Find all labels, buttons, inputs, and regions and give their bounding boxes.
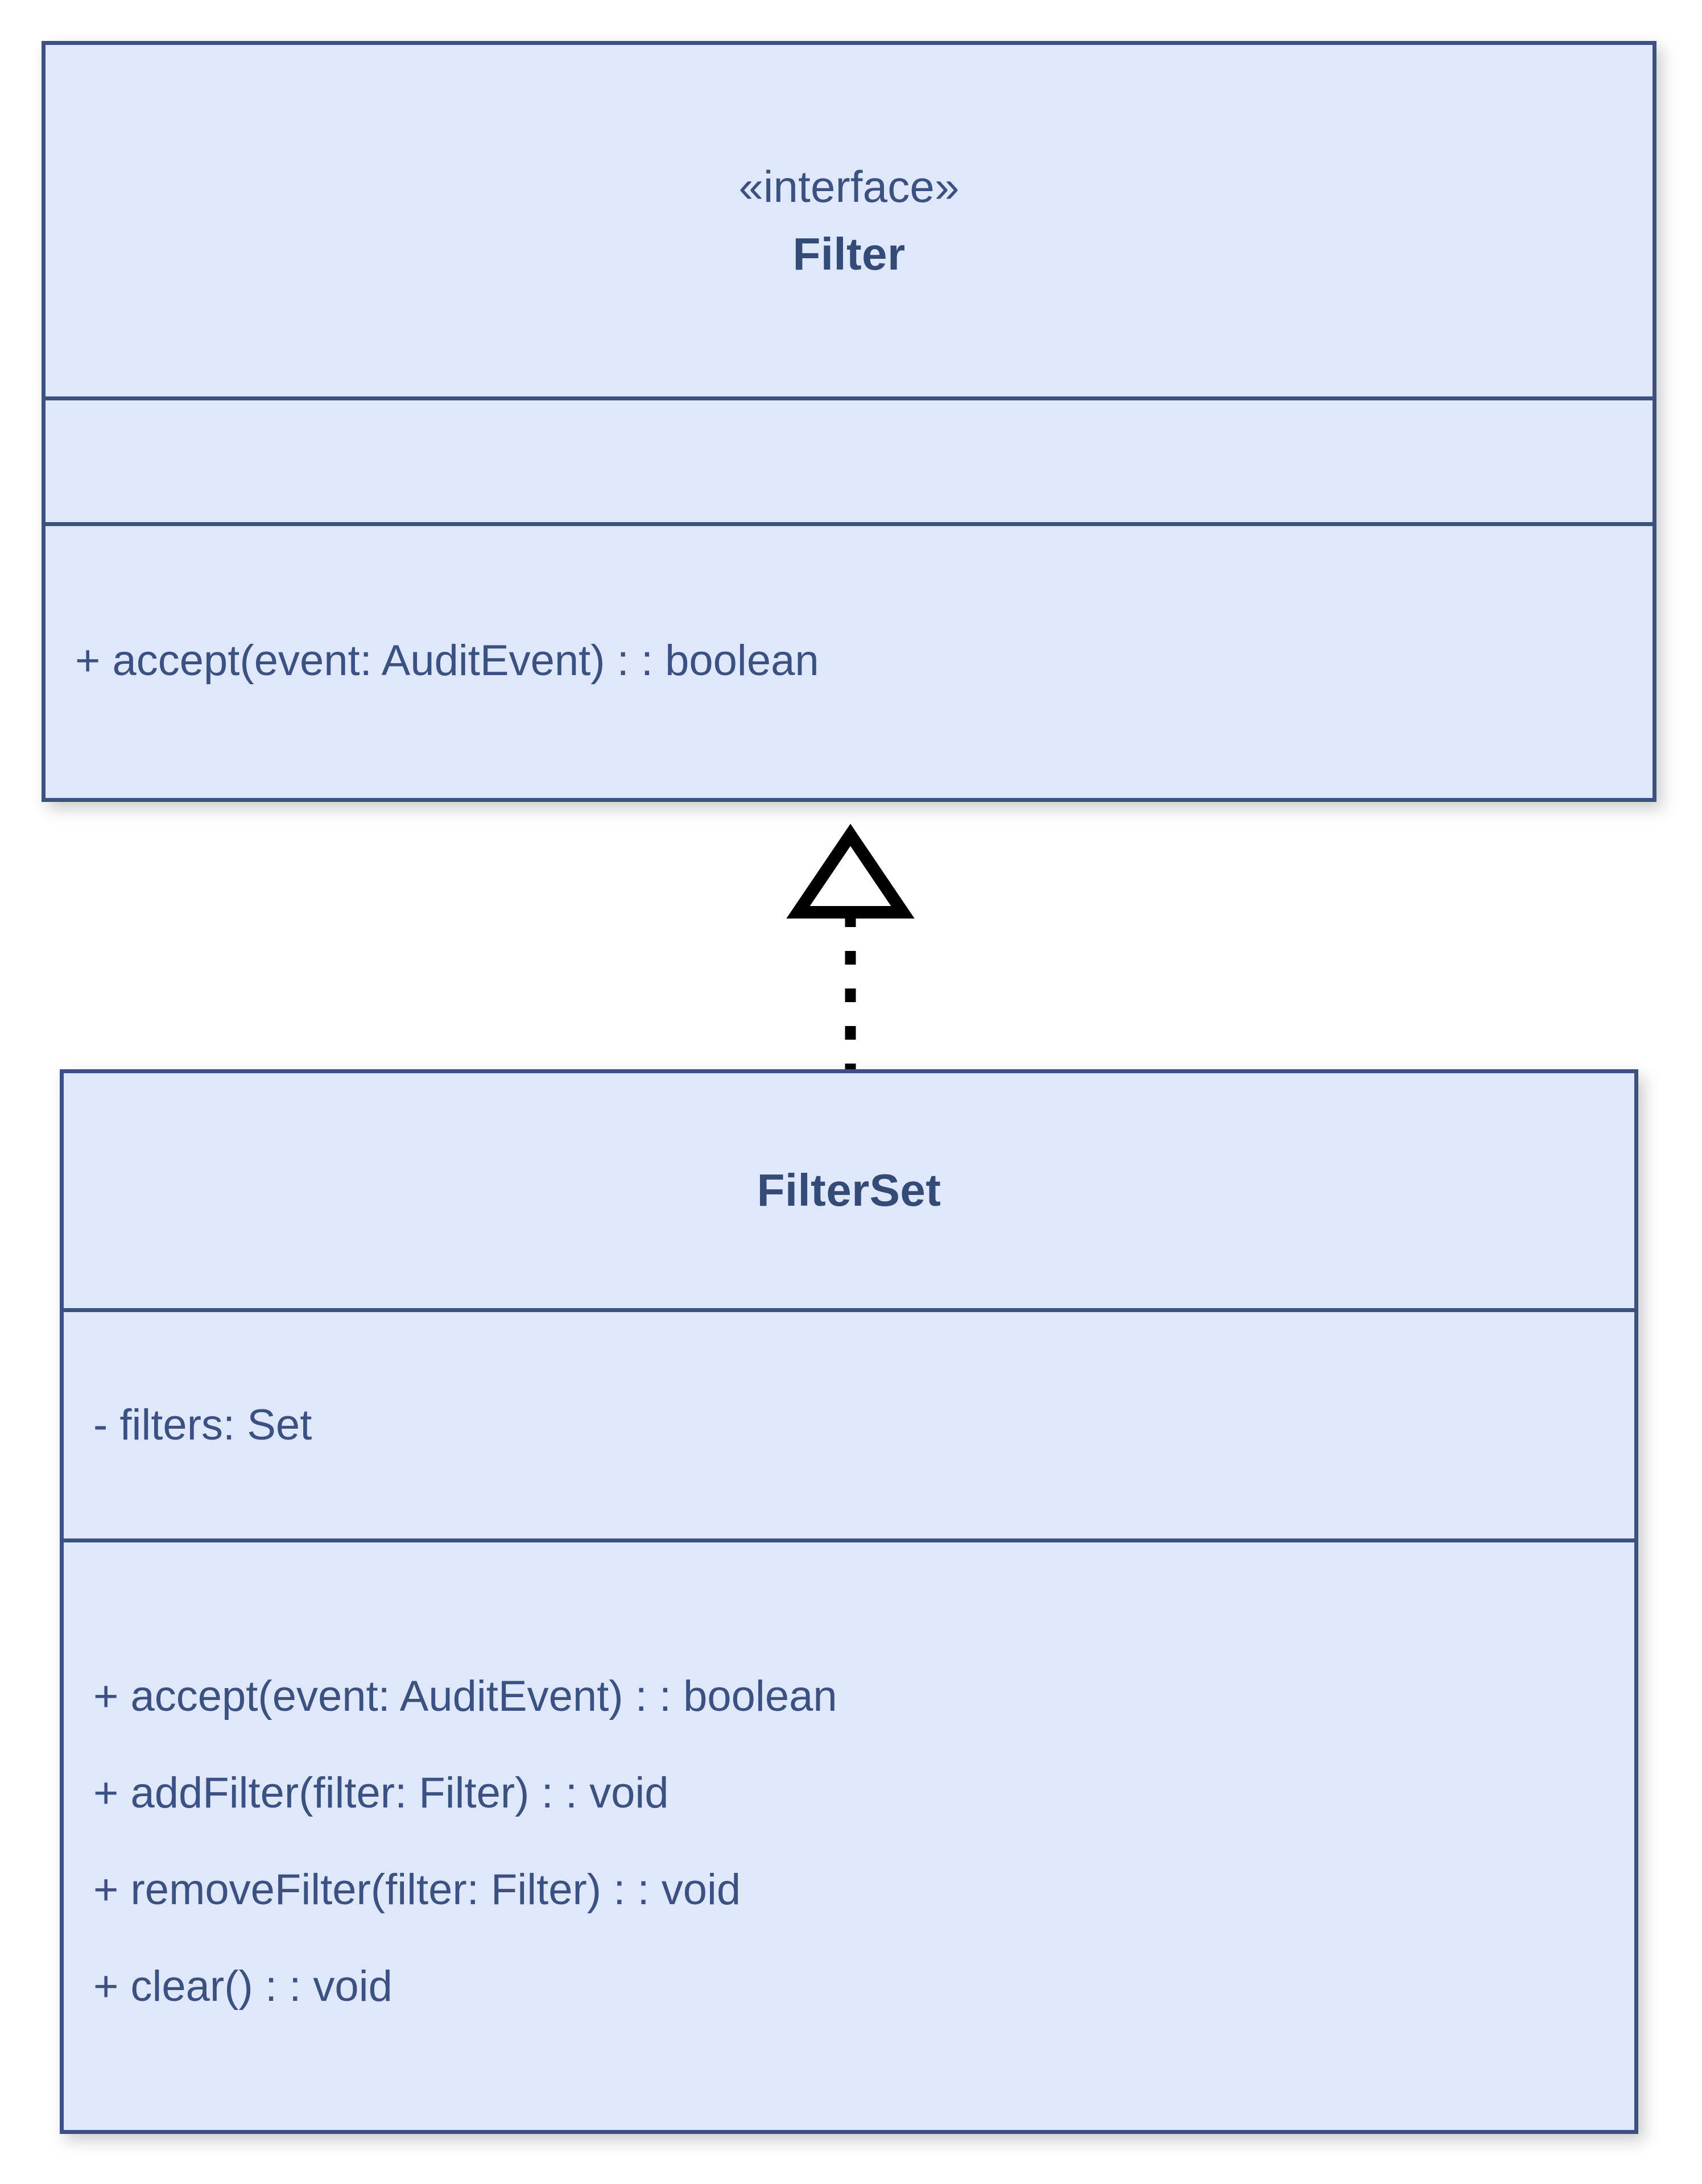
- uml-class-filterset[interactable]: FilterSet - filters: Set + accept(event:…: [60, 1069, 1638, 2134]
- method-list: + accept(event: AuditEvent) : : boolean: [46, 638, 1653, 686]
- attributes-compartment-filterset: - filters: Set: [64, 1308, 1634, 1538]
- attribute-list: [46, 461, 1653, 462]
- methods-compartment-filter: + accept(event: AuditEvent) : : boolean: [46, 522, 1653, 798]
- realization-connector-filterset-to-filter: [785, 824, 916, 1075]
- method-item: + removeFilter(filter: Filter) : : void: [93, 1865, 741, 1914]
- attribute-list: - filters: Set: [64, 1404, 1634, 1447]
- class-header-filter: «interface» Filter: [46, 45, 1653, 396]
- stereotype-label: «interface»: [738, 161, 960, 212]
- class-name-label: FilterSet: [757, 1165, 941, 1216]
- method-item: + clear() : : void: [93, 1962, 393, 2011]
- method-item: + accept(event: AuditEvent) : : boolean: [93, 1672, 837, 1720]
- class-header-filterset: FilterSet: [64, 1073, 1634, 1308]
- attribute-item: - filters: Set: [93, 1401, 312, 1449]
- method-item: + accept(event: AuditEvent) : : boolean: [75, 636, 819, 685]
- attributes-compartment-filter: [46, 396, 1653, 522]
- class-name-label: Filter: [792, 228, 906, 279]
- methods-compartment-filterset: + accept(event: AuditEvent) : : boolean …: [64, 1538, 1634, 2130]
- hollow-triangle-arrowhead-icon: [786, 824, 915, 919]
- uml-class-filter[interactable]: «interface» Filter + accept(event: Audit…: [42, 41, 1656, 802]
- method-item: + addFilter(filter: Filter) : : void: [93, 1768, 669, 1817]
- method-list: + accept(event: AuditEvent) : : boolean …: [64, 1665, 1634, 2008]
